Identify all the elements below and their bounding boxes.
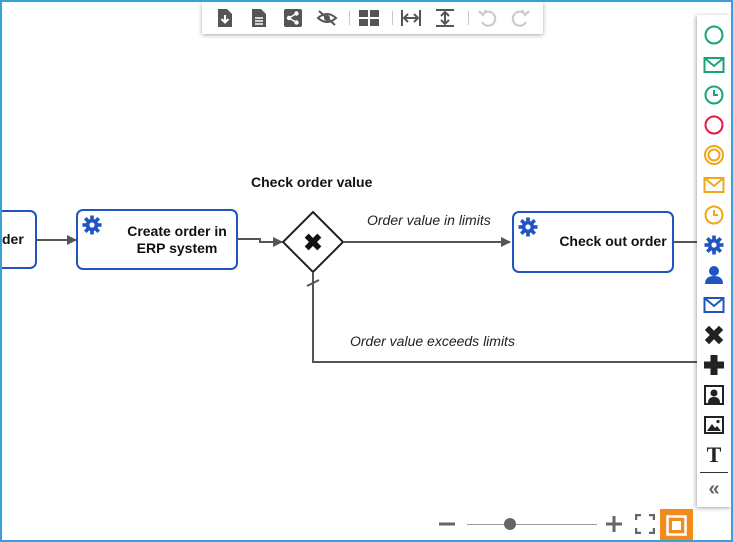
fullscreen-icon[interactable] bbox=[634, 513, 656, 535]
hide-icon[interactable] bbox=[315, 6, 339, 30]
exclusive-gateway-icon[interactable] bbox=[702, 323, 726, 347]
collapse-icon[interactable]: « bbox=[702, 477, 726, 501]
zoom-slider-thumb[interactable] bbox=[503, 518, 516, 530]
message-start-event-icon[interactable] bbox=[702, 53, 726, 77]
toolbar-separator bbox=[392, 11, 393, 25]
redo-icon[interactable] bbox=[509, 6, 533, 30]
intermediate-event-icon[interactable] bbox=[702, 143, 726, 167]
download-icon[interactable] bbox=[213, 6, 237, 30]
fit-to-screen-icon bbox=[666, 515, 687, 536]
fit-to-screen-button[interactable] bbox=[660, 509, 693, 540]
flow-exceeds-label: Order value exceeds limits bbox=[350, 333, 515, 349]
flow-create-to-gateway[interactable] bbox=[237, 237, 283, 247]
top-toolbar bbox=[202, 2, 543, 34]
shape-palette: T « bbox=[697, 15, 731, 507]
layout-grid-icon[interactable] bbox=[357, 6, 381, 30]
default-flow-marker bbox=[306, 279, 320, 287]
participant-icon[interactable] bbox=[702, 383, 726, 407]
undo-icon[interactable] bbox=[475, 6, 499, 30]
text-icon[interactable]: T bbox=[702, 443, 726, 467]
gateway-label: Check order value bbox=[251, 174, 373, 190]
task-partial-label: der bbox=[2, 231, 24, 247]
service-task-marker-icon bbox=[518, 217, 538, 237]
zoom-out-button[interactable] bbox=[437, 514, 457, 534]
send-task-icon[interactable] bbox=[702, 293, 726, 317]
user-task-icon[interactable] bbox=[702, 263, 726, 287]
task-create-order-label: Create order in ERP system bbox=[127, 223, 227, 256]
zoom-slider-track[interactable] bbox=[467, 524, 597, 525]
task-check-out-label: Check out order bbox=[559, 233, 667, 249]
image-icon[interactable] bbox=[702, 413, 726, 437]
palette-separator bbox=[700, 472, 728, 473]
share-icon[interactable] bbox=[281, 6, 305, 30]
toolbar-separator bbox=[468, 11, 469, 25]
start-event-icon[interactable] bbox=[702, 23, 726, 47]
gateway-x-marker-icon bbox=[304, 233, 322, 251]
collapse-glyph: « bbox=[708, 478, 720, 500]
fit-width-icon[interactable] bbox=[399, 6, 423, 30]
message-intermediate-event-icon[interactable] bbox=[702, 173, 726, 197]
fit-height-icon[interactable] bbox=[433, 6, 457, 30]
flow-in-limits-label: Order value in limits bbox=[367, 212, 491, 228]
zoom-in-button[interactable] bbox=[604, 514, 624, 534]
toolbar-separator bbox=[349, 11, 350, 25]
service-task-marker-icon bbox=[82, 215, 102, 235]
parallel-gateway-icon[interactable] bbox=[702, 353, 726, 377]
document-icon[interactable] bbox=[247, 6, 271, 30]
end-event-icon[interactable] bbox=[702, 113, 726, 137]
service-task-icon[interactable] bbox=[702, 233, 726, 257]
timer-start-event-icon[interactable] bbox=[702, 83, 726, 107]
timer-intermediate-event-icon[interactable] bbox=[702, 203, 726, 227]
text-icon-glyph: T bbox=[706, 442, 722, 467]
flow-exceeds-limits[interactable] bbox=[312, 272, 702, 363]
